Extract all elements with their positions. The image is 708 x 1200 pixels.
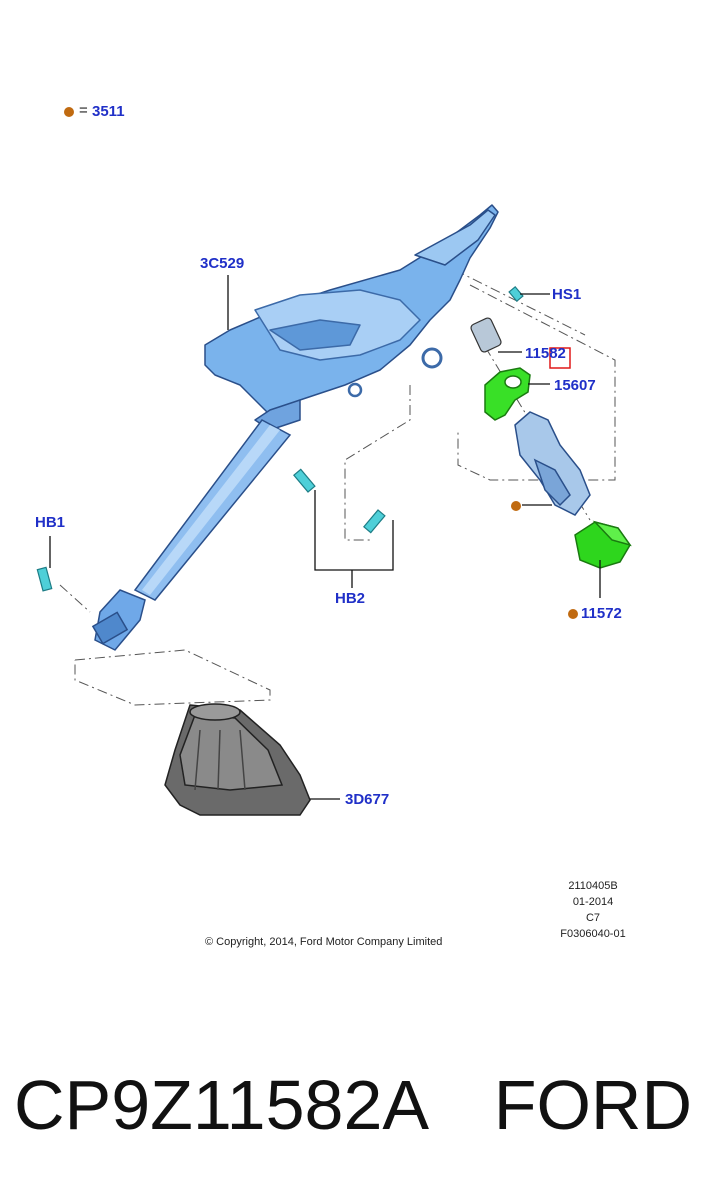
leader-lines <box>49 275 601 800</box>
caption-part-number: CP9Z11582A <box>14 1066 430 1144</box>
steering-column-3c529 <box>204 204 499 431</box>
orange-dot-icon <box>64 107 74 117</box>
orange-dot-icon <box>568 609 578 619</box>
label-bolt-hb2: HB2 <box>335 590 366 607</box>
label-bolt-hb1: HB1 <box>35 514 66 531</box>
ref-code-1: 2110405B <box>568 880 618 892</box>
bolt-icon <box>36 285 524 592</box>
boot-3d677 <box>164 703 311 816</box>
exploded-parts-diagram <box>36 204 632 816</box>
legend-equals: = <box>79 102 88 119</box>
caption-brand: FORD <box>493 1066 692 1144</box>
ref-code-2: 01-2014 <box>572 896 614 908</box>
lock-housing <box>514 411 591 516</box>
ref-code-3: C7 <box>585 912 601 924</box>
copyright-notice: © Copyright, 2014, Ford Motor Company Li… <box>205 936 443 948</box>
legend-part-number: 3511 <box>92 103 125 120</box>
label-boot: 3D677 <box>345 791 390 808</box>
label-shield: HS1 <box>552 286 582 303</box>
label-bracket: 15607 <box>554 377 596 394</box>
lock-cylinder-icon <box>470 317 502 353</box>
bracket-icon <box>484 367 531 421</box>
highlight-box <box>549 347 571 369</box>
caption-bar: CP9Z11582A FORD <box>0 1055 708 1155</box>
label-lock-cylinder: 11582 <box>525 345 566 362</box>
switch-icon <box>574 520 632 569</box>
orange-dot-icon <box>511 501 521 511</box>
intermediate-shaft <box>91 419 292 651</box>
label-column: 3C529 <box>200 255 245 272</box>
label-switch: 11572 <box>581 605 622 622</box>
ref-code-4: F0306040-01 <box>560 928 626 940</box>
